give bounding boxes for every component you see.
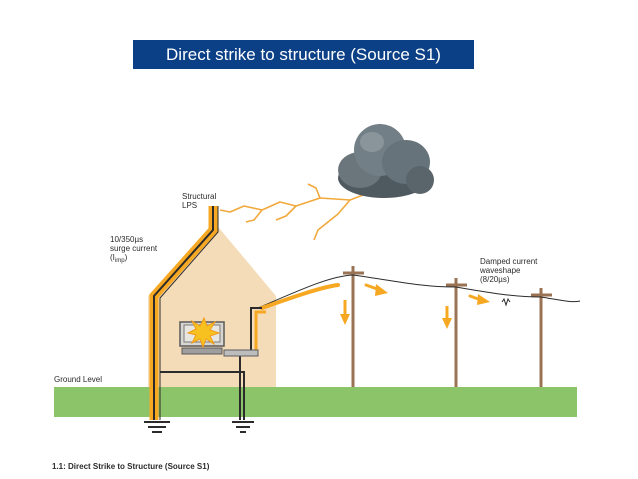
surge-symbol: (I [110,253,115,262]
surge-close: ) [125,253,128,262]
spark-icon [186,316,221,349]
pole-2 [446,278,467,387]
surge-label-line3: (Iimp) [110,253,128,264]
storm-cloud [338,124,434,198]
damped-label-line3: (8/20µs) [480,275,510,284]
lightning-bolt [219,183,377,241]
lps-label-line2: LPS [182,201,197,210]
line-surge-arrows [364,283,490,305]
power-line [257,274,581,309]
surge-label-line2: surge current [110,244,158,253]
lps-label-line1: Structural [182,192,216,201]
ground-strip [54,387,577,417]
damped-label-line1: Damped current [480,257,538,266]
internal-surge [254,310,266,352]
earth-electrode-right [232,421,254,433]
slide-title: Direct strike to structure (Source S1) [133,40,474,69]
lps-conductor [153,206,214,420]
surge-label-line1: 10/350µs [110,235,143,244]
damped-label-line2: waveshape [479,266,521,275]
earth-electrode-left [144,421,170,433]
house [148,222,276,387]
pole-3 [531,288,552,387]
surge-subscript: imp [115,258,125,264]
figure-caption: 1.1: Direct Strike to Structure (Source … [52,462,210,471]
ground-level-label: Ground Level [54,375,102,384]
pole-1 [343,266,364,387]
line-surge [260,283,340,310]
damped-wave-icon [501,297,511,307]
pole-surge-arrows [340,300,452,329]
lps-conductor-inner [159,206,219,420]
